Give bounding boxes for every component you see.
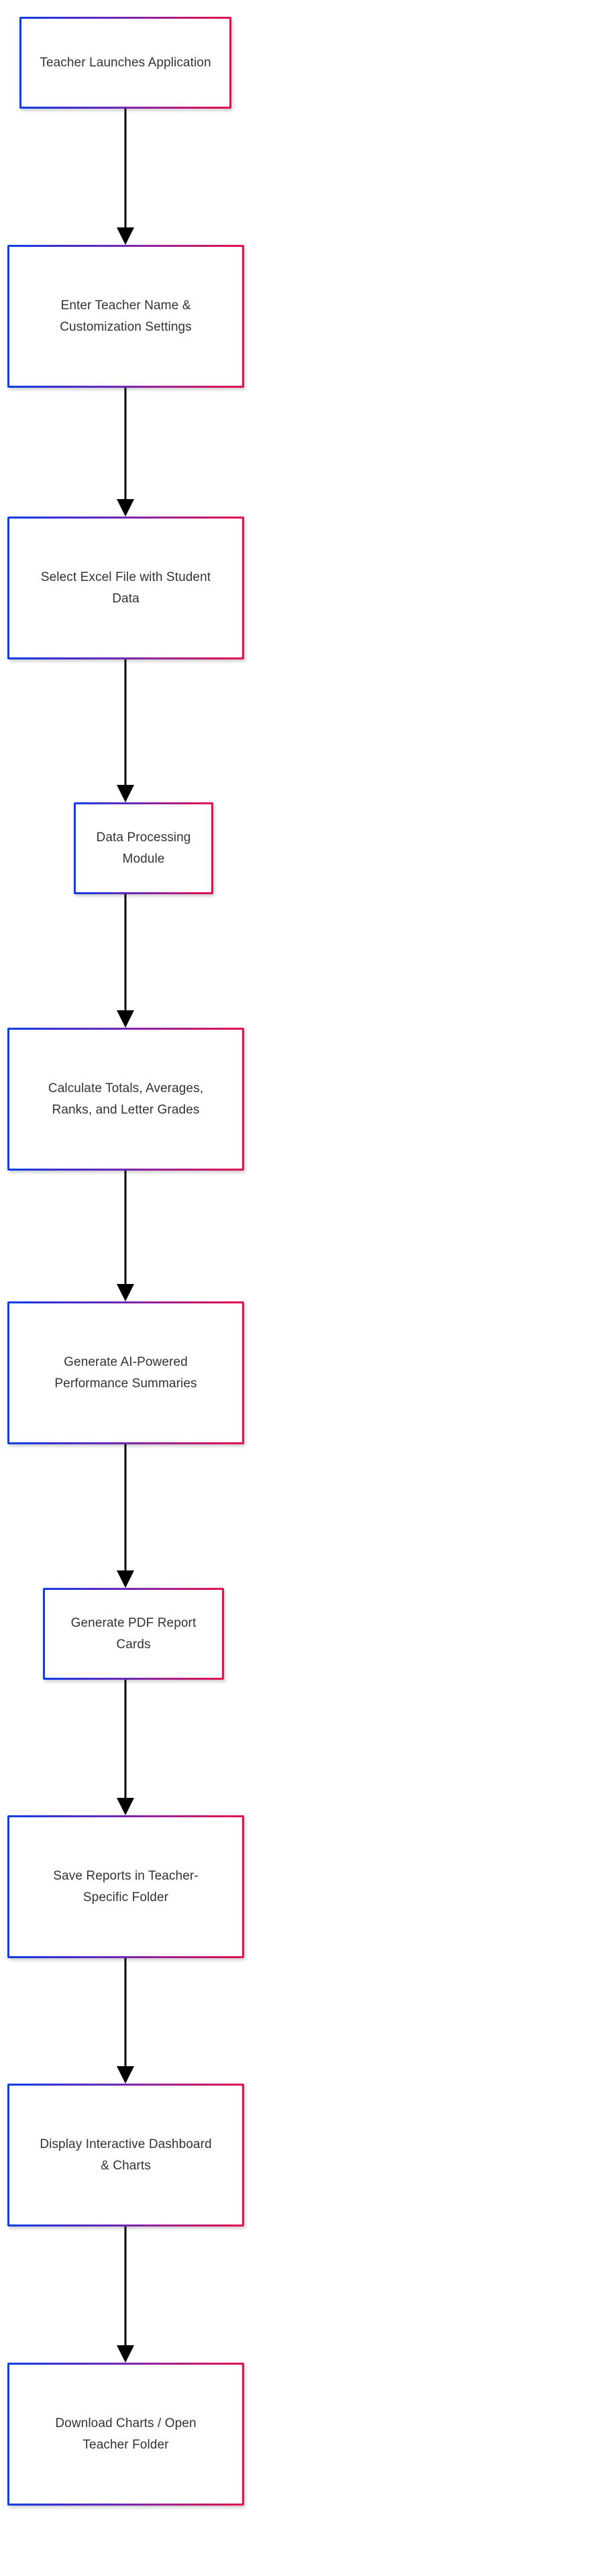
flowchart-arrow-e2 [112, 388, 139, 517]
flowchart-arrow-e7 [112, 1680, 139, 1815]
flowchart-arrow-e4 [112, 894, 139, 1028]
flowchart-node-n2[interactable]: Enter Teacher Name & Customization Setti… [7, 245, 244, 388]
flowchart-node-n8[interactable]: Save Reports in Teacher- Specific Folder [7, 1815, 244, 1958]
flowchart-node-n3[interactable]: Select Excel File with Student Data [7, 517, 244, 659]
flowchart-arrow-e5 [112, 1171, 139, 1301]
flowchart-node-label: Data Processing Module [96, 830, 191, 866]
flowchart-node-n9[interactable]: Display Interactive Dashboard & Charts [7, 2084, 244, 2226]
flowchart-node-label: Calculate Totals, Averages, Ranks, and L… [48, 1081, 204, 1117]
flowchart-arrow-e3 [112, 659, 139, 802]
flowchart-node-n7[interactable]: Generate PDF Report Cards [43, 1588, 224, 1680]
flowchart-node-n6[interactable]: Generate AI-Powered Performance Summarie… [7, 1301, 244, 1444]
flowchart-node-label: Enter Teacher Name & Customization Setti… [60, 298, 192, 334]
flowchart-node-label: Display Interactive Dashboard & Charts [40, 2137, 212, 2173]
flowchart-node-label: Generate PDF Report Cards [70, 1615, 197, 1652]
flowchart-node-label: Save Reports in Teacher- Specific Folder [53, 1868, 199, 1904]
flowchart-arrow-e6 [112, 1444, 139, 1588]
flowchart-node-n10[interactable]: Download Charts / Open Teacher Folder [7, 2363, 244, 2506]
flowchart-node-n4[interactable]: Data Processing Module [74, 802, 213, 894]
flowchart-arrow-e1 [112, 109, 139, 245]
flowchart-arrow-e8 [112, 1958, 139, 2084]
flowchart-node-label: Generate AI-Powered Performance Summarie… [54, 1354, 197, 1391]
flowchart-node-n5[interactable]: Calculate Totals, Averages, Ranks, and L… [7, 1028, 244, 1171]
flowchart-node-label: Download Charts / Open Teacher Folder [55, 2416, 197, 2452]
flowchart-arrow-e9 [112, 2226, 139, 2363]
flowchart-node-n1[interactable]: Teacher Launches Application [19, 17, 231, 109]
flowchart-node-label: Teacher Launches Application [40, 55, 211, 70]
flowchart-node-label: Select Excel File with Student Data [40, 570, 211, 606]
